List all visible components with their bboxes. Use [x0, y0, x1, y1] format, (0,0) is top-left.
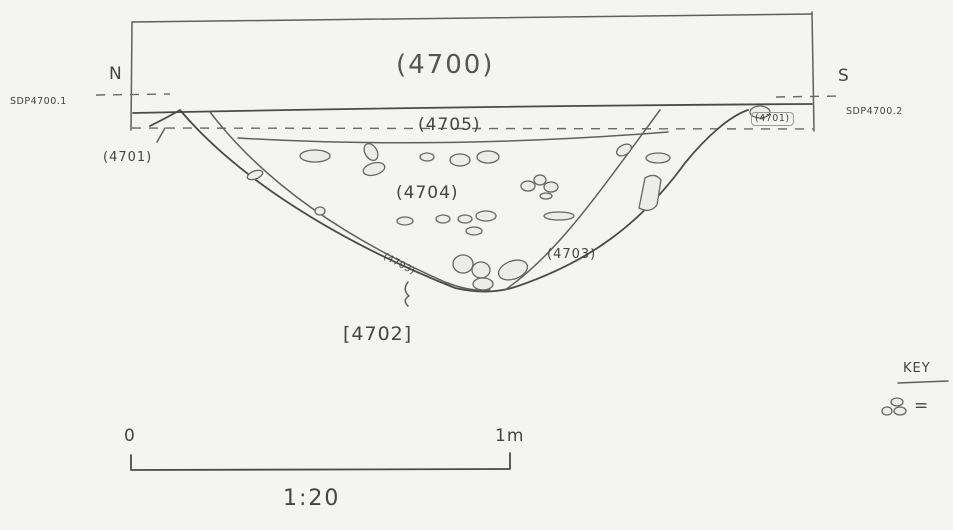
stone [452, 254, 474, 274]
stone [543, 211, 575, 221]
upper-fill-base [237, 131, 669, 144]
scale-start-label: 0 [124, 426, 136, 446]
stones [246, 105, 771, 291]
stones-icon [881, 397, 907, 416]
stone [497, 259, 529, 281]
topsoil-base-line [132, 103, 813, 114]
stone [520, 180, 536, 192]
key-title: KEY [903, 361, 931, 376]
stone [465, 226, 483, 236]
stone [472, 277, 494, 291]
stone [363, 142, 379, 162]
scale-bar [130, 452, 511, 471]
stone [638, 174, 662, 212]
pointer-natural-west [156, 127, 166, 143]
side-fill-east-boundary [504, 109, 661, 291]
stone [362, 161, 386, 177]
pointer-cut [404, 281, 410, 307]
cut-outline [149, 109, 749, 293]
context-label-natural-west: (4701) [103, 150, 153, 165]
key-equals: = [914, 396, 930, 416]
scale-end-label: 1m [495, 426, 525, 446]
south-marker: S [838, 66, 850, 86]
stone [533, 174, 547, 186]
context-label-topsoil: (4700) [396, 50, 495, 80]
stone [435, 214, 451, 224]
stone [471, 261, 491, 279]
context-label-side-fill-east: (4703) [547, 247, 597, 262]
datum-line-west [95, 93, 171, 96]
west-section-edge [130, 21, 133, 131]
stone [457, 214, 473, 224]
stone [419, 152, 435, 162]
stone [539, 192, 553, 200]
ground-surface-line [131, 13, 813, 23]
topsoil-layer [130, 11, 815, 132]
stone [543, 181, 559, 193]
scale-ratio-label: 1:20 [283, 486, 341, 511]
datum-label-east: SDP4700.2 [846, 106, 903, 117]
scale-bar-line [130, 452, 511, 471]
stone [475, 210, 497, 222]
context-label-upper-fill: (4705) [418, 115, 481, 135]
context-label-natural-east: (4701) [751, 112, 794, 126]
east-section-edge [811, 11, 815, 132]
datum-line-east [775, 95, 844, 98]
cut-label: [4702] [343, 323, 413, 345]
key-title-underline [897, 380, 949, 384]
stone [449, 153, 471, 167]
stone [299, 149, 331, 163]
stone [314, 206, 326, 216]
stone [615, 143, 633, 157]
stone [246, 169, 264, 181]
stone [396, 216, 414, 226]
side-fill-west-boundary [209, 111, 491, 292]
stone [476, 150, 500, 164]
stone [645, 152, 671, 164]
context-label-main-fill: (4704) [396, 183, 459, 203]
north-marker: N [109, 64, 123, 84]
section-base-line [131, 127, 814, 130]
datum-label-west: SDP4700.1 [10, 96, 67, 107]
